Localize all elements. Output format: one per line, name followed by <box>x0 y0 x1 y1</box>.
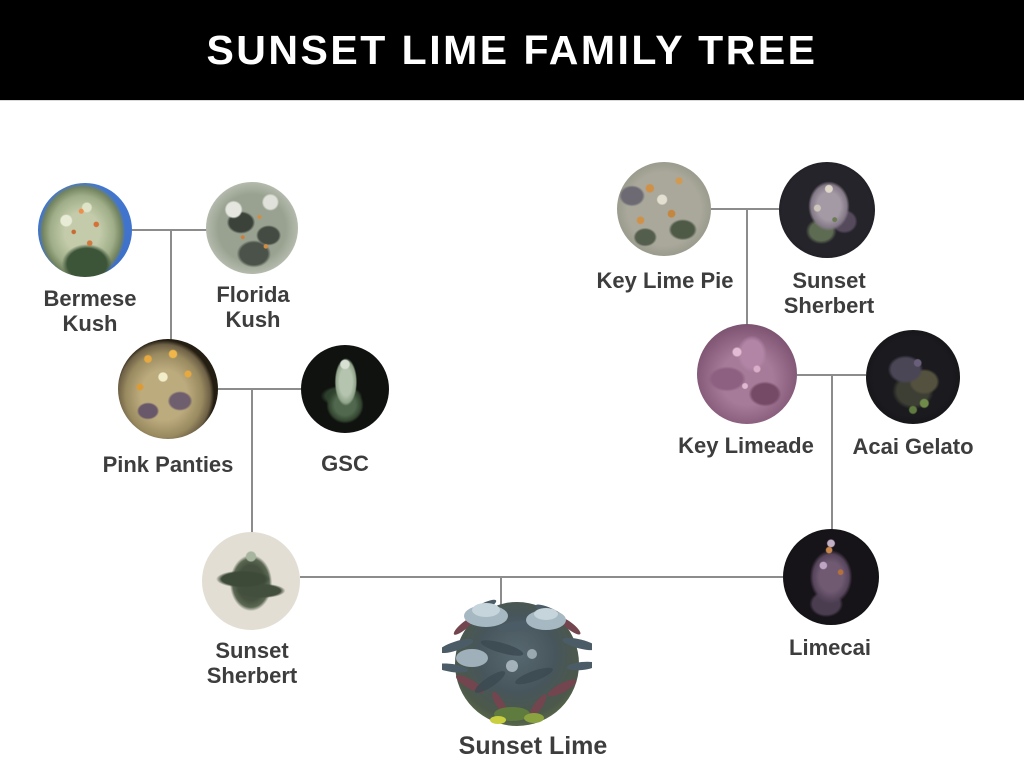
key-limeade-label: Key Limeade <box>678 433 814 458</box>
key-lime-pie-photo <box>617 162 711 256</box>
bermese-kush-label: Bermese Kush <box>43 286 137 336</box>
gsc-label: GSC <box>321 451 369 476</box>
sunset-sherbert-bottom-label: Sunset Sherbert <box>206 638 298 688</box>
florida-kush-label: Florida Kush <box>216 282 290 332</box>
connector-pink-panties-gsc <box>218 388 301 390</box>
page-title: SUNSET LIME FAMILY TREE <box>206 26 818 73</box>
gsc-photo <box>301 345 389 433</box>
key-limeade-photo <box>697 324 797 424</box>
key-lime-pie-label: Key Lime Pie <box>596 268 734 293</box>
connector-down-to-pink-panties <box>170 230 172 340</box>
sunset-lime-label: Sunset Lime <box>458 732 608 760</box>
florida-kush-photo <box>206 182 298 274</box>
bermese-kush-photo <box>38 183 132 277</box>
pink-panties-photo <box>118 339 218 439</box>
sunset-sherbert-bottom-photo <box>202 532 300 630</box>
acai-gelato-photo <box>866 330 960 424</box>
connector-down-to-sunset-sherbert <box>251 389 253 533</box>
header-banner: SUNSET LIME FAMILY TREE <box>0 0 1024 100</box>
sunset-sherbert-top-photo <box>779 162 875 258</box>
limecai-photo <box>783 529 879 625</box>
acai-gelato-label: Acai Gelato <box>852 434 974 459</box>
sunset-lime-plant-photo <box>442 599 592 726</box>
connector-bermese-florida <box>132 229 207 231</box>
connector-down-to-key-limeade <box>746 209 748 325</box>
pink-panties-label: Pink Panties <box>102 452 234 477</box>
sunset-sherbert-top-label: Sunset Sherbert <box>783 268 875 318</box>
limecai-label: Limecai <box>789 635 871 660</box>
connector-sherbert-limecai <box>300 576 783 578</box>
connector-down-to-limecai <box>831 375 833 530</box>
connector-keylimepie-sherbert <box>711 208 779 210</box>
